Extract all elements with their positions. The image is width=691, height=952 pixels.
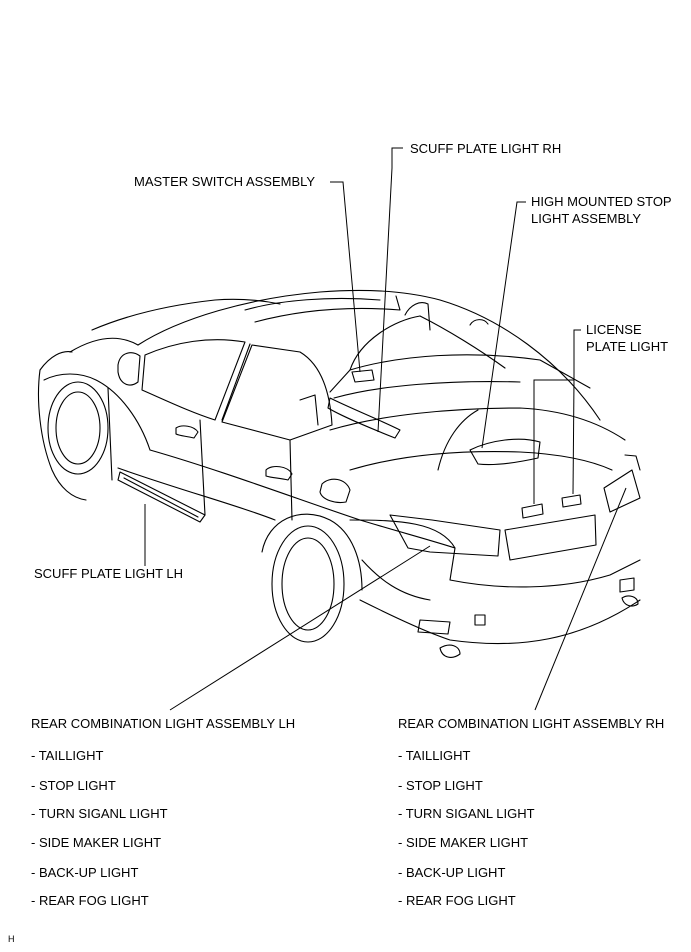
list-item: - SIDE MAKER LIGHT [31,835,162,850]
list-item: - STOP LIGHT [398,778,483,793]
label-hmsl-line1: HIGH MOUNTED STOP [531,194,672,209]
list-item: - TURN SIGANL LIGHT [31,806,168,821]
list-item: - SIDE MAKER LIGHT [398,835,529,850]
leader-license-2 [573,380,574,494]
leader-lines [145,148,626,710]
leader-hmsl [482,202,526,448]
leader-rear-lh [170,546,430,710]
list-item: - REAR FOG LIGHT [398,893,516,908]
leader-master-switch [330,182,360,372]
label-scuff-plate-lh: SCUFF PLATE LIGHT LH [34,566,184,581]
list-item: - REAR FOG LIGHT [31,893,149,908]
rear-combination-rh-title: REAR COMBINATION LIGHT ASSEMBLY RH [398,716,665,731]
list-item: - BACK-UP LIGHT [31,865,139,880]
list-item: - TAILLIGHT [398,748,471,763]
car-body-outline [39,290,641,657]
leader-scuff-rh [378,148,403,432]
footer-code: H [8,934,15,944]
list-item: - TURN SIGANL LIGHT [398,806,535,821]
label-license-line2: PLATE LIGHT [586,339,669,354]
leader-rear-rh [535,488,626,710]
list-item: - BACK-UP LIGHT [398,865,506,880]
label-license-line1: LICENSE [586,322,642,337]
label-scuff-plate-rh: SCUFF PLATE LIGHT RH [410,141,562,156]
label-master-switch: MASTER SWITCH ASSEMBLY [134,174,316,189]
list-item: - STOP LIGHT [31,778,116,793]
list-item: - TAILLIGHT [31,748,104,763]
label-hmsl-line2: LIGHT ASSEMBLY [531,211,642,226]
rear-combination-lh-title: REAR COMBINATION LIGHT ASSEMBLY LH [31,716,296,731]
